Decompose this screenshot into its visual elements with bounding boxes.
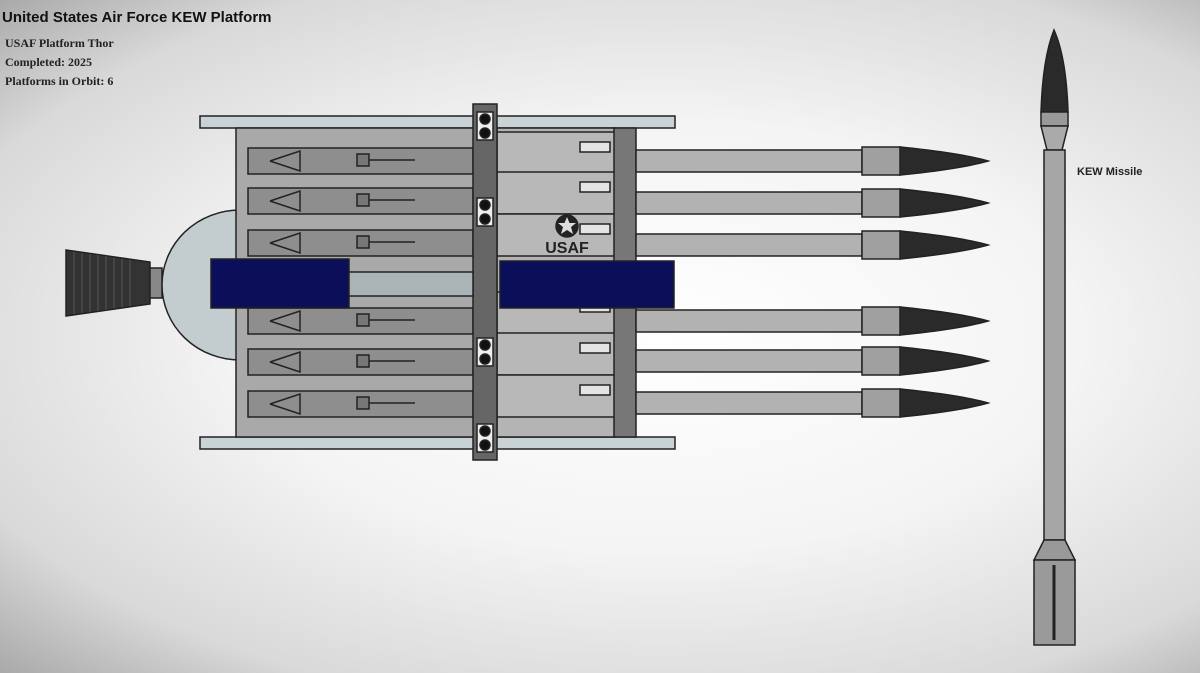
pillar-light bbox=[479, 199, 491, 211]
vent bbox=[579, 342, 611, 354]
pillar-light bbox=[479, 213, 491, 225]
missile-body bbox=[635, 349, 863, 373]
platforms-in-orbit: Platforms in Orbit: 6 bbox=[5, 74, 114, 88]
engine-dome bbox=[161, 209, 241, 361]
bottom-rail bbox=[199, 436, 676, 450]
vent bbox=[579, 141, 611, 153]
missile-warhead bbox=[899, 230, 991, 260]
missile-bays bbox=[247, 147, 474, 418]
bay bbox=[247, 187, 474, 215]
bay-detail bbox=[269, 231, 301, 255]
missile-body bbox=[635, 233, 863, 257]
bay-detail bbox=[269, 392, 301, 416]
bay-detail bbox=[269, 350, 301, 374]
missile-warhead bbox=[899, 306, 991, 336]
pillar-light bbox=[479, 113, 491, 125]
mid-module bbox=[496, 374, 616, 418]
bay-detail bbox=[269, 189, 301, 213]
kew-missile bbox=[1032, 28, 1077, 646]
engine-nozzle bbox=[65, 249, 163, 317]
platform-name: USAF Platform Thor bbox=[5, 36, 114, 50]
mid-module bbox=[496, 171, 616, 215]
pillar-light bbox=[479, 425, 491, 437]
missile-body bbox=[635, 191, 863, 215]
bay-hatch bbox=[356, 193, 370, 207]
pillar-light bbox=[479, 339, 491, 351]
bay-hatch bbox=[356, 153, 370, 167]
pillar-light bbox=[479, 353, 491, 365]
center-pillar bbox=[472, 103, 498, 461]
vent bbox=[579, 384, 611, 396]
diagram-title: United States Air Force KEW Platform bbox=[2, 9, 272, 26]
top-rail bbox=[199, 115, 676, 129]
missile-warhead bbox=[899, 346, 991, 376]
solar-panel-left bbox=[210, 258, 350, 309]
bay-hatch bbox=[356, 396, 370, 410]
missile-body bbox=[635, 391, 863, 415]
pillar-light bbox=[479, 439, 491, 451]
vent bbox=[579, 181, 611, 193]
missile-body bbox=[635, 309, 863, 333]
mid-module bbox=[496, 213, 616, 257]
mid-module bbox=[496, 131, 616, 175]
boom bbox=[348, 271, 474, 297]
vent bbox=[579, 223, 611, 235]
bay-hatch bbox=[356, 354, 370, 368]
mid-module bbox=[496, 332, 616, 376]
bay-detail bbox=[269, 149, 301, 173]
bay-hatch bbox=[356, 235, 370, 249]
completed-year: Completed: 2025 bbox=[5, 55, 92, 69]
missile-warhead bbox=[899, 388, 991, 418]
missile-body bbox=[635, 149, 863, 173]
bay-hatch bbox=[356, 313, 370, 327]
usaf-star-icon bbox=[555, 214, 579, 238]
solar-panel-right bbox=[499, 260, 675, 309]
missile-warhead bbox=[899, 188, 991, 218]
usaf-insignia: USAF bbox=[545, 240, 589, 257]
missile-warhead bbox=[899, 146, 991, 176]
pillar-light bbox=[479, 127, 491, 139]
kew-missile-label: KEW Missile bbox=[1077, 166, 1143, 178]
bay-detail bbox=[269, 309, 301, 333]
